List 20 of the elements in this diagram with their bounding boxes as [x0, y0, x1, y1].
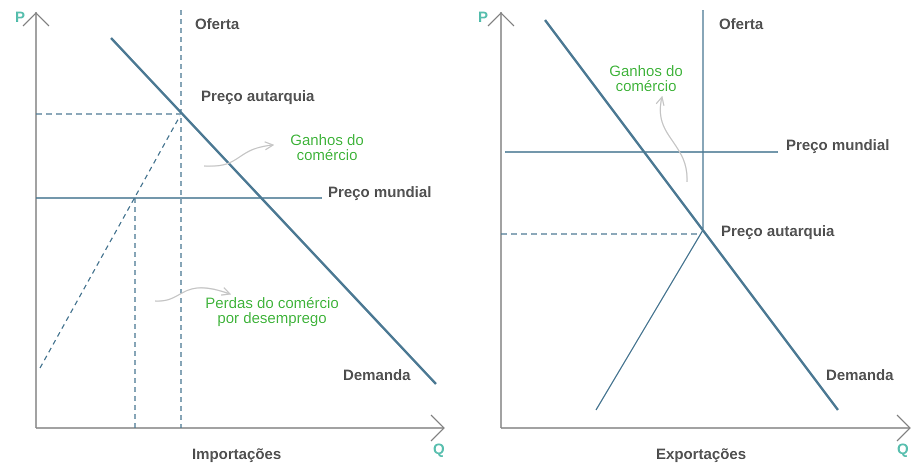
line-label: Preço mundial: [328, 184, 432, 202]
axis-title: Exportações: [656, 446, 746, 463]
curve-label: Oferta: [719, 16, 764, 34]
leader-arrow: [656, 96, 688, 182]
annotation-text: Ganhos do comércio: [596, 64, 696, 96]
axis-label: Q: [897, 441, 909, 459]
axis-label: Q: [433, 441, 445, 459]
point-label: Preço autarquia: [721, 223, 834, 241]
leader-arrow: [204, 142, 274, 167]
axis-label: P: [15, 9, 26, 27]
axis-label: P: [478, 9, 488, 27]
curve-label: Oferta: [195, 16, 240, 34]
annotation-text: Ganhos do comércio: [276, 133, 378, 165]
curve-label: Demanda: [343, 367, 411, 385]
line-label: Preço mundial: [786, 137, 890, 155]
axis-title: Importações: [192, 446, 282, 463]
leader-arrow: [155, 287, 231, 302]
annotation-text: Perdas do comércio por desemprego: [196, 296, 348, 330]
curve-label: Demanda: [826, 367, 894, 385]
point-label: Preço autarquia: [201, 88, 314, 106]
